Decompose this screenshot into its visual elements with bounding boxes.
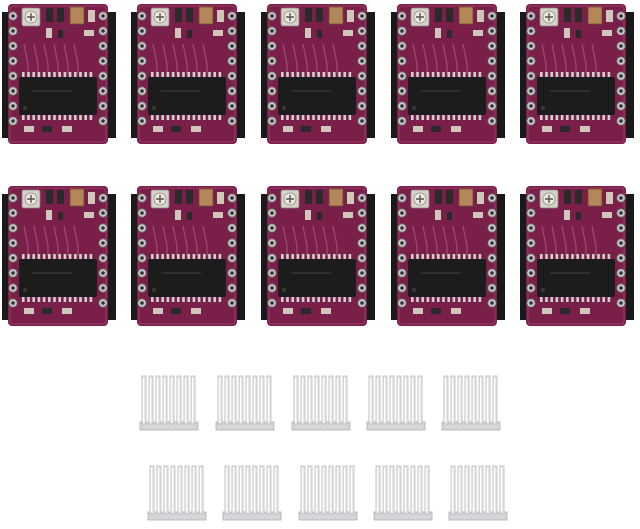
stepper-driver-board	[2, 2, 118, 152]
stepper-driver-board	[391, 2, 507, 152]
stepper-driver-board	[520, 2, 636, 152]
heatsink	[447, 462, 509, 524]
stepper-driver-board	[131, 184, 247, 334]
heatsink	[297, 462, 359, 524]
stepper-driver-board	[131, 2, 247, 152]
heatsink	[221, 462, 283, 524]
stepper-driver-board	[2, 184, 118, 334]
heatsink	[440, 372, 502, 434]
stepper-driver-board	[391, 184, 507, 334]
heatsink	[138, 372, 200, 434]
stepper-driver-board	[520, 184, 636, 334]
heatsink	[372, 462, 434, 524]
stepper-driver-board	[261, 184, 377, 334]
heatsink	[146, 462, 208, 524]
heatsink	[290, 372, 352, 434]
heatsink	[365, 372, 427, 434]
stepper-driver-board	[261, 2, 377, 152]
heatsink	[214, 372, 276, 434]
